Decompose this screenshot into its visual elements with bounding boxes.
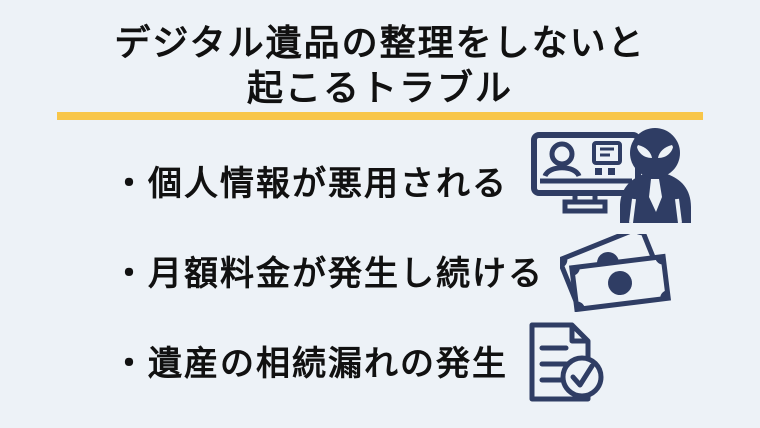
inheritance-check-icon: [529, 322, 604, 402]
page-title: デジタル遺品の整理をしないと 起こるトラブル: [0, 20, 760, 110]
trouble-item-2-label: 月額料金が発生し続ける: [148, 255, 544, 293]
bullet-marker: ・: [112, 165, 148, 203]
trouble-item-3: ・遺産の相続漏れの発生: [112, 336, 508, 385]
page-title-line2: 起こるトラブル: [246, 67, 513, 108]
bullet-marker: ・: [112, 345, 148, 383]
trouble-item-1: ・個人情報が悪用される: [112, 156, 508, 205]
trouble-item-2: ・月額料金が発生し続ける: [112, 246, 544, 295]
trouble-item-3-label: 遺産の相続漏れの発生: [148, 345, 508, 383]
bullet-marker: ・: [112, 255, 148, 293]
trouble-item-1-label: 個人情報が悪用される: [148, 165, 508, 203]
recurring-fees-icon: [560, 234, 672, 312]
title-underline-rule: [57, 112, 703, 120]
page-title-line1: デジタル遺品の整理をしないと: [114, 22, 646, 63]
identity-theft-icon: [531, 128, 691, 223]
